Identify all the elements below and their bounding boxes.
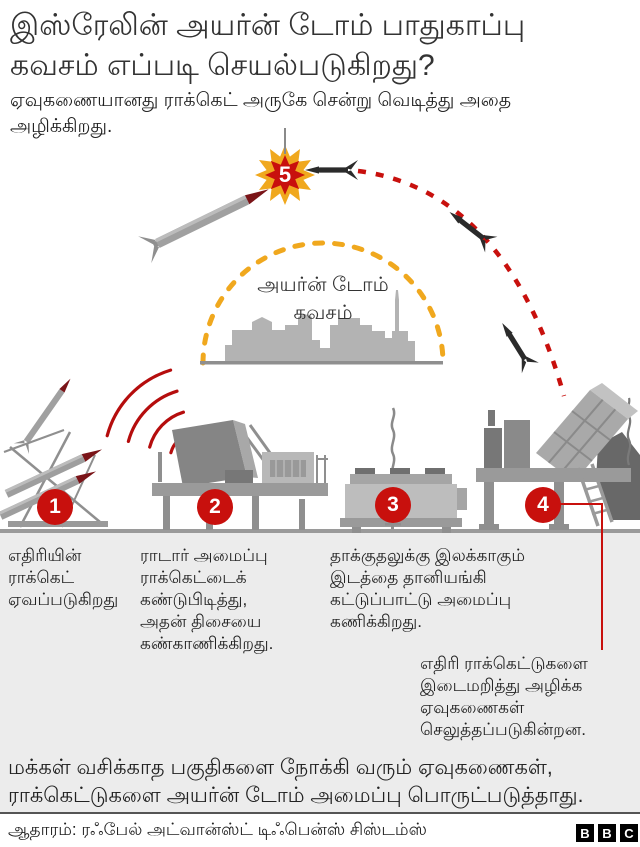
step-2-badge: 2 bbox=[197, 489, 233, 525]
step-1-caption: எதிரியின் ராக்கெட் ஏவப்படுகிறது bbox=[8, 546, 119, 609]
bbc-letter-block: C bbox=[620, 824, 638, 842]
bbc-logo: B B C bbox=[576, 824, 638, 842]
subtitle: ஏவுகணையானது ராக்கெட் அருகே சென்று வெடித்… bbox=[10, 90, 512, 137]
step-2-caption: ராடார் அமைப்பு ராக்கெட்டைக் கண்டுபிடித்த… bbox=[140, 546, 274, 653]
interceptor-missile-icon bbox=[449, 211, 498, 253]
dome-shield-label: அயர்ன் டோம் கவசம் bbox=[257, 274, 389, 324]
step-3-caption: தாக்குதலுக்கு இலக்காகும் இடத்தை தானியங்க… bbox=[330, 546, 525, 631]
step-5-number: 5 bbox=[278, 162, 292, 187]
step-4-leader-line-horizontal bbox=[560, 503, 603, 505]
bbc-letter-block: B bbox=[576, 824, 594, 842]
page-title: இஸ்ரேலின் அயர்ன் டோம் பாதுகாப்பு கவசம் எ… bbox=[10, 9, 526, 82]
interceptor-missile-icon bbox=[502, 322, 539, 374]
footer-divider bbox=[0, 812, 640, 814]
bbc-letter-block: B bbox=[598, 824, 616, 842]
ground-line bbox=[0, 529, 640, 533]
ground-band bbox=[0, 533, 640, 812]
step-4-caption: எதிரி ராக்கெட்டுகளை இடைமறித்து அழிக்க ஏவ… bbox=[420, 654, 588, 739]
step-4-leader-line-vertical bbox=[601, 503, 603, 650]
step-4-badge: 4 bbox=[525, 487, 561, 523]
summary-text: மக்கள் வசிக்காத பகுதிகளை நோக்கி வரும் ஏவ… bbox=[8, 756, 584, 807]
interceptor-missile-icon bbox=[305, 160, 358, 180]
source-credit: ஆதாரம்: ரஃபேல் அட்வான்ஸ்ட் டிஃபென்ஸ் சிஸ… bbox=[8, 820, 427, 839]
enemy-rocket-icon bbox=[138, 189, 269, 264]
radar-unit-icon bbox=[152, 420, 328, 530]
radar-waves-icon bbox=[105, 368, 192, 455]
explosion-leader-line bbox=[284, 128, 286, 154]
step-3-badge: 3 bbox=[375, 487, 411, 523]
step-1-badge: 1 bbox=[37, 489, 73, 525]
